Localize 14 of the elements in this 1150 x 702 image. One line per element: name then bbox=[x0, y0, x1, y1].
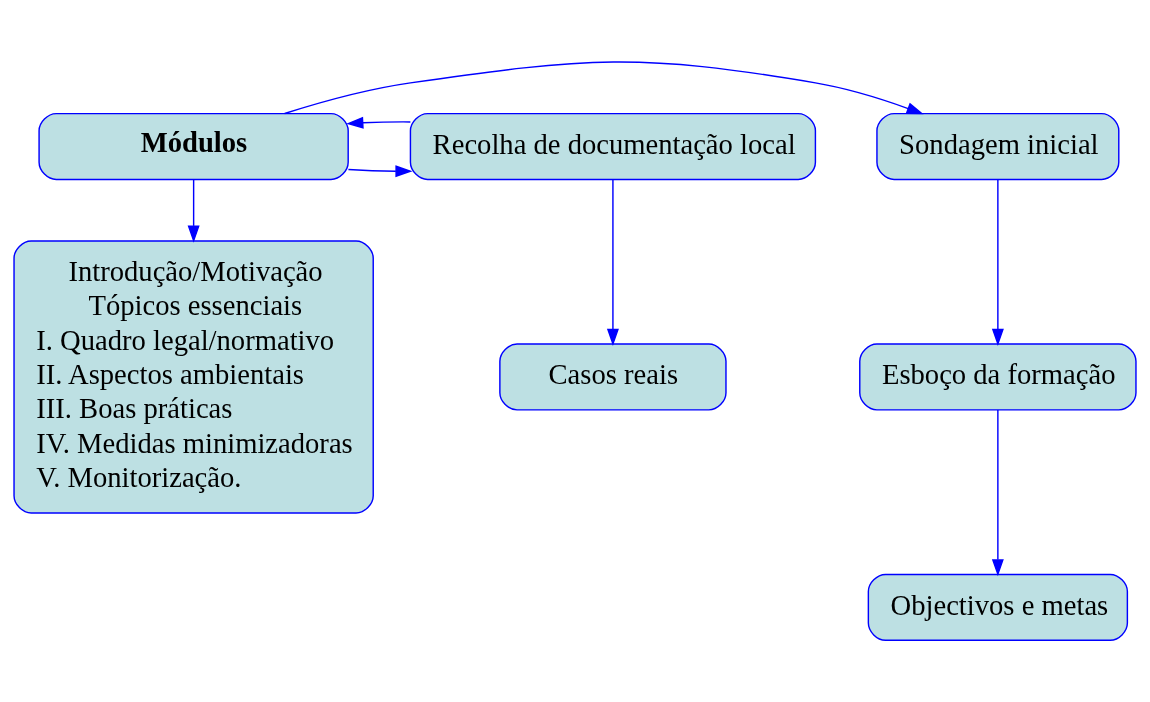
node-box: Sondagem inicial bbox=[876, 112, 1120, 181]
node-box: Objectivos e metas bbox=[867, 573, 1129, 641]
node-box: Módulos bbox=[38, 112, 349, 181]
arrow bbox=[606, 178, 619, 346]
arrow bbox=[991, 409, 1004, 577]
node-box: Introdução/Motivação Tópicos essenciais I. Quadro legal/normativo II. Aspectos ambientais III. Boas práticas IV. Medidas minimizadoras V. Monitorização. bbox=[13, 240, 374, 514]
node-box: Recolha de documentação local bbox=[409, 112, 817, 181]
arrow bbox=[187, 178, 200, 243]
node-box: Esboço da formação bbox=[859, 343, 1137, 411]
arrow bbox=[991, 178, 1004, 346]
arrow bbox=[346, 116, 412, 129]
node-box: Casos reais bbox=[499, 343, 727, 411]
arrow bbox=[283, 61, 924, 115]
arrow bbox=[347, 165, 413, 178]
